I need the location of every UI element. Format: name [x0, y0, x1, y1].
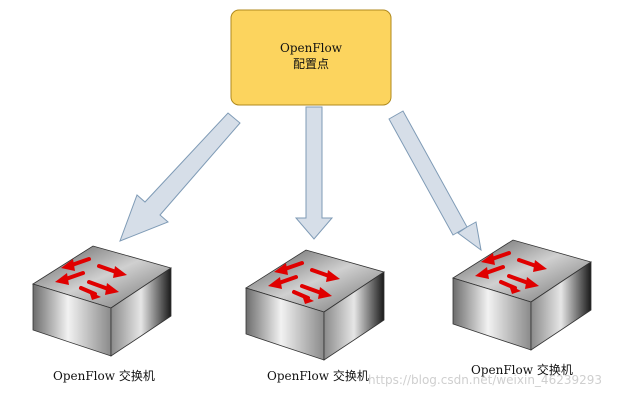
controller-title: OpenFlow: [280, 41, 343, 55]
left-switch-label: OpenFlow 交换机: [53, 369, 155, 383]
controller-subtitle: 配置点: [293, 57, 329, 71]
controller-node: OpenFlow 配置点: [230, 9, 392, 106]
arrow-to-left-switch: [119, 112, 241, 242]
arrow-to-right-switch: [388, 110, 482, 252]
watermark-url: https://blog.csdn.net/weixin_46239293: [368, 373, 603, 387]
right-switch-label: OpenFlow 交换机: [471, 363, 573, 377]
center-switch-icon: [244, 248, 386, 362]
center-switch-label: OpenFlow 交换机: [267, 369, 369, 383]
left-switch-icon: [31, 244, 173, 358]
right-switch-icon: [451, 238, 593, 352]
arrow-to-center-switch: [294, 106, 334, 240]
